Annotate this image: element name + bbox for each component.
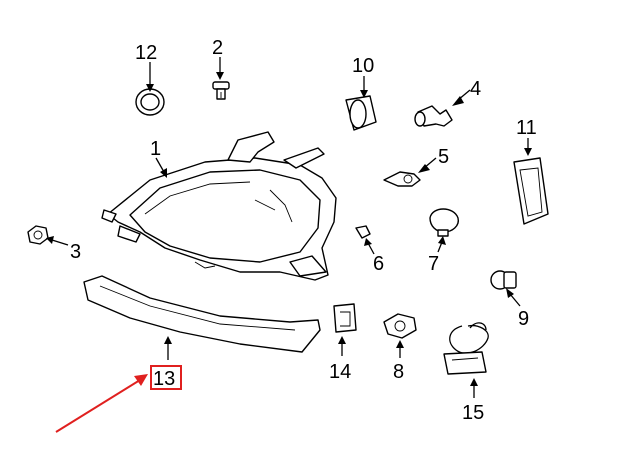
callout-1: 1: [150, 138, 161, 160]
headlamp-assembly: [101, 131, 337, 281]
turn-signal-bulb: [429, 208, 459, 237]
seal-ring: [135, 88, 165, 116]
screw-fastener: [212, 81, 230, 100]
callout-9: 9: [518, 308, 529, 330]
callout-2: 2: [212, 37, 223, 59]
mini-bulb: [355, 225, 371, 239]
callout-8: 8: [393, 361, 404, 383]
leader-lines: [46, 57, 532, 398]
retaining-clip: [333, 303, 357, 333]
callout-5: 5: [438, 146, 449, 168]
wedge-bulb: [383, 171, 421, 187]
callout-11: 11: [516, 117, 537, 139]
highlight-box: [150, 365, 182, 390]
bulb-socket-ring: [345, 95, 377, 131]
callout-3: 3: [70, 241, 81, 263]
filler-panel: [83, 275, 321, 353]
red-pointer-arrow: [55, 374, 148, 433]
side-marker-housing: [513, 157, 549, 225]
socket-connector: [383, 313, 417, 339]
callout-13: 13: [153, 368, 175, 390]
wiring-harness: [443, 322, 489, 375]
callout-12: 12: [135, 42, 157, 64]
callout-14: 14: [329, 361, 351, 383]
callout-7: 7: [428, 253, 439, 275]
callout-6: 6: [373, 253, 384, 275]
callout-15: 15: [462, 402, 484, 424]
bulb-socket: [490, 270, 517, 290]
callout-10: 10: [352, 55, 374, 77]
highlighted-callout-13[interactable]: 13: [150, 365, 182, 390]
nut-fastener: [27, 225, 49, 245]
halogen-bulb: [414, 105, 453, 127]
callout-4: 4: [470, 78, 481, 100]
